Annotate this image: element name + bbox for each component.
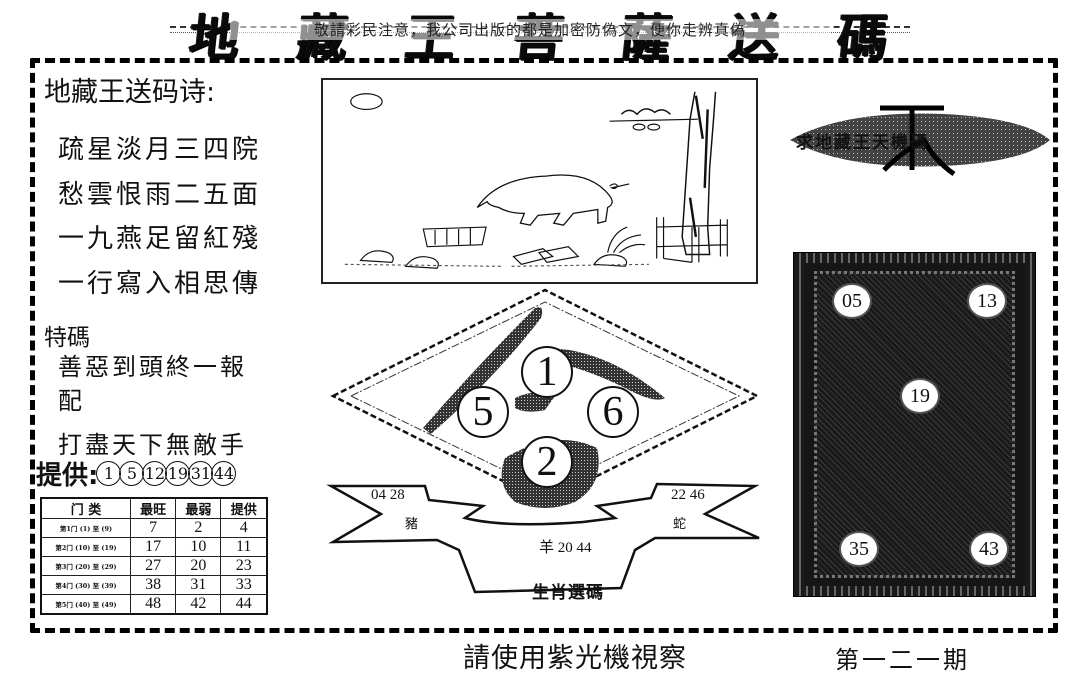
- cell-provide: 33: [220, 575, 268, 595]
- ribbon-right-numbers: 22 46: [671, 487, 705, 503]
- number-ball: 5: [119, 461, 145, 486]
- cell-cold: 10: [175, 537, 222, 557]
- ribbon-title: 生肖選碼: [532, 583, 604, 602]
- ribbon-center-numbers: 羊 20 44: [539, 540, 592, 556]
- number-ball: 19: [165, 461, 191, 486]
- main-frame: [30, 58, 1058, 633]
- panel-number-ball: 05: [832, 283, 872, 319]
- cell-cold: 31: [175, 575, 222, 595]
- diamond-number-ball: 2: [521, 436, 573, 488]
- cell-category: 第5门 (40) 至 (49): [40, 594, 131, 615]
- poem-line: 疏星淡月三四院: [58, 135, 262, 165]
- diamond-number-ball: 5: [457, 386, 509, 438]
- table-row: 第2门 (10) 至 (19) 17 10 11: [40, 537, 268, 557]
- diamond-number-ball: 1: [521, 346, 573, 398]
- special-line: 善惡到頭終一報: [58, 353, 247, 381]
- number-ball: 31: [188, 461, 214, 486]
- seal-background: [790, 105, 1050, 177]
- footer-instruction: 請使用紫光機視察: [463, 643, 687, 674]
- special-line: 配: [58, 387, 85, 415]
- cell-hot: 27: [129, 556, 177, 576]
- special-lines: 善惡到頭終一報 配 打盡天下無敵手: [58, 350, 247, 462]
- issue-number: 第一二一期: [835, 646, 970, 674]
- moon-icon: [350, 93, 383, 111]
- header-subtitle: 敬請彩民注意，我公司出版的都是加密防偽文，便你走辨真偽: [230, 19, 830, 40]
- poem-line: 愁雲恨雨二五面: [58, 179, 262, 210]
- ribbon-left-zodiac: 豬: [405, 516, 419, 531]
- cell-category: 第3门 (20) 至 (29): [40, 556, 131, 576]
- number-ball: 44: [211, 461, 237, 486]
- table-row: 第4门 (30) 至 (39) 38 31 33: [40, 575, 268, 595]
- seal-stamp: 求地藏王天機碼: [784, 100, 1054, 180]
- column-header-hot: 最旺: [129, 497, 177, 519]
- table-row: 第3门 (20) 至 (29) 27 20 23: [40, 556, 268, 576]
- cell-hot: 7: [129, 518, 177, 538]
- column-header-provide: 提供: [220, 497, 268, 519]
- zodiac-diamond: 1 5 6 2 04 28 豬 22 46 蛇 羊 20 44 生肖選碼: [325, 288, 765, 618]
- illustration-frame: [321, 78, 758, 284]
- cell-provide: 44: [220, 594, 268, 615]
- special-line: 打盡天下無敵手: [58, 431, 247, 459]
- cell-provide: 11: [220, 537, 268, 557]
- table-header-row: 门 类 最旺 最弱 提供: [40, 497, 268, 519]
- number-ball: 1: [96, 461, 122, 486]
- cell-category: 第2门 (10) 至 (19): [40, 537, 131, 557]
- cell-provide: 23: [220, 556, 268, 576]
- seal-text: 求地藏王天機碼: [796, 133, 929, 153]
- table-row: 第1门 (1) 至 (9) 7 2 4: [40, 518, 268, 538]
- provide-label: 提供:: [36, 461, 99, 491]
- number-ball: 12: [142, 461, 168, 486]
- cell-category: 第4门 (30) 至 (39): [40, 575, 131, 595]
- cell-hot: 17: [129, 537, 177, 557]
- panel-number-ball: 35: [839, 531, 879, 567]
- poem-title: 地藏王送码诗:: [44, 77, 216, 108]
- number-panel: 05 13 19 35 43: [793, 252, 1036, 597]
- cell-hot: 48: [129, 594, 177, 615]
- column-header-category: 门 类: [40, 497, 131, 519]
- diamond-number-ball: 6: [587, 386, 639, 438]
- cell-provide: 4: [220, 518, 268, 538]
- panel-number-ball: 13: [967, 283, 1007, 319]
- stats-table: 门 类 最旺 最弱 提供 第1门 (1) 至 (9) 7 2 4 第2门 (10…: [40, 497, 268, 615]
- poem-line: 一九燕足留紅殘: [58, 224, 262, 254]
- cell-cold: 20: [175, 556, 222, 576]
- table-row: 第5门 (40) 至 (49) 48 42 44: [40, 594, 268, 615]
- ribbon-right-zodiac: 蛇: [673, 516, 687, 531]
- pig-scene-illustration: [344, 91, 728, 269]
- column-header-cold: 最弱: [175, 497, 222, 519]
- cell-category: 第1门 (1) 至 (9): [40, 518, 131, 538]
- cell-cold: 2: [175, 518, 222, 538]
- cell-cold: 42: [175, 594, 222, 615]
- special-title: 特碼: [44, 325, 90, 351]
- poem-line: 一行寫入相思傳: [58, 268, 262, 299]
- cell-hot: 38: [129, 575, 177, 595]
- page-header: 地 藏 王 菩 薩 送 碼 敬請彩民注意，我公司出版的都是加密防偽文，便你走辨真…: [170, 2, 910, 67]
- ribbon-left-numbers: 04 28: [371, 487, 405, 503]
- panel-number-ball: 19: [900, 378, 940, 414]
- panel-number-ball: 43: [969, 531, 1009, 567]
- poem-lines: 疏星淡月三四院 愁雲恨雨二五面 一九燕足留紅殘 一行寫入相思傳: [58, 128, 261, 306]
- provide-row: 提供: 1 5 12 19 31 44: [36, 455, 237, 492]
